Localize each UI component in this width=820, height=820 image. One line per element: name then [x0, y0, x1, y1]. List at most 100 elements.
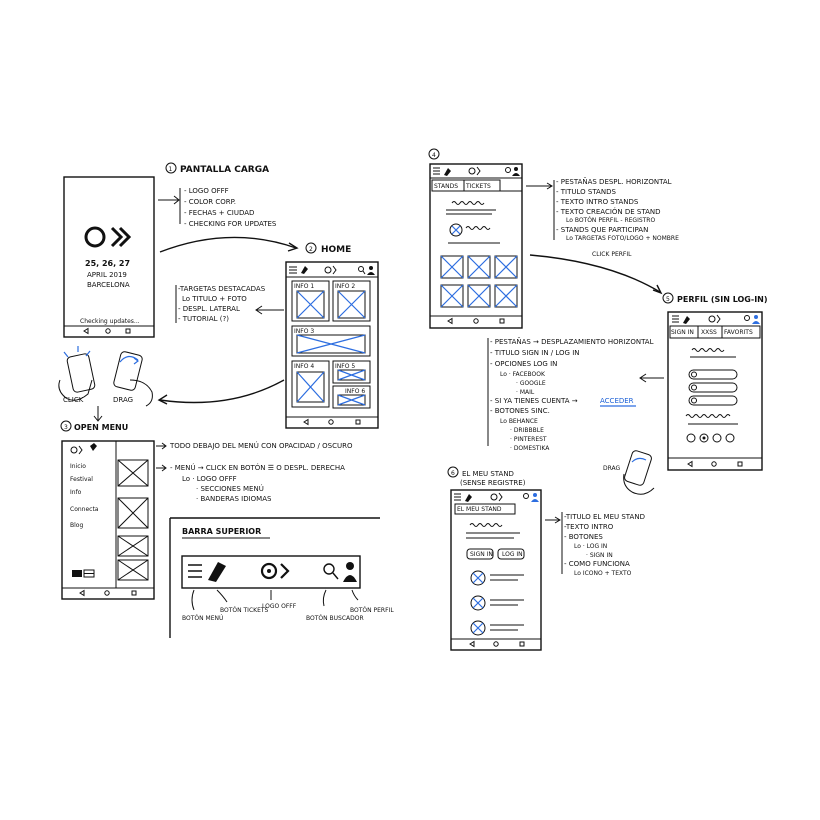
top-bar-icons — [672, 314, 760, 324]
tickets-button-icon[interactable] — [208, 562, 226, 582]
screen-5-title: PERFIL (SIN LOG-IN) — [677, 295, 768, 304]
tab-tickets[interactable] — [463, 179, 501, 192]
note: · DRIBBBLE — [510, 427, 544, 434]
gesture-illustrations: CLICK DRAG — [58, 346, 153, 422]
top-bar-icons — [454, 492, 539, 502]
profile-button-icon[interactable] — [343, 562, 357, 582]
number-badge — [165, 162, 177, 174]
tab-label: XXSS — [701, 329, 717, 336]
note: - OPCIONES LOG IN — [490, 360, 557, 368]
flow-arrow — [159, 379, 285, 404]
behance-icon[interactable] — [686, 433, 696, 443]
menu-item-info[interactable]: Info — [70, 489, 82, 496]
phone-frame — [285, 261, 379, 429]
search-button-icon[interactable] — [323, 563, 339, 580]
card-info-2[interactable]: INFO 2 — [332, 280, 371, 322]
card-info-4[interactable]: INFO 4 — [291, 360, 330, 408]
click-label: CLICK — [63, 396, 84, 404]
note: - CHECKING FOR UPDATES — [184, 220, 277, 228]
note: - TITULO STANDS — [556, 188, 616, 196]
note: -TARGETAS DESTACADAS — [178, 285, 266, 293]
checking-updates-text: Checking updates... — [80, 318, 140, 325]
screen-4-stands: 4 STANDS TICKETS — [428, 148, 679, 329]
card-title: INFO 2 — [335, 283, 355, 290]
label-logo: LOGO OFFF — [262, 603, 297, 610]
note: Lo · LOGO OFFF — [182, 475, 237, 483]
mail-login-button[interactable] — [688, 395, 738, 406]
flow-arrow — [529, 254, 661, 293]
menu-button-icon[interactable] — [188, 564, 202, 578]
card-info-3[interactable]: INFO 3 — [291, 325, 371, 357]
screen-3-title: OPEN MENU — [74, 423, 128, 432]
google-login-button[interactable] — [688, 382, 738, 393]
screen-6-my-stand: 6 EL MEU STAND (SENSE REGISTRE) EL MEU S… — [447, 466, 645, 651]
dribbble-icon[interactable] — [699, 433, 709, 443]
screen-2-home: 2 HOME INFO 1 INFO 2 — [175, 242, 379, 429]
android-nav-bar — [79, 589, 137, 597]
hand-drag-icon — [623, 450, 655, 495]
note: - LOGO OFFF — [184, 187, 229, 195]
note: · DOMESTIKA — [510, 445, 550, 452]
note: - SI YA TIENES CUENTA → — [490, 397, 578, 405]
screen-5-profile: 5 PERFIL (SIN LOG-IN) SIGN IN XXSS FAVOR… — [487, 292, 768, 471]
note: · SECCIONES MENÚ — [196, 484, 264, 493]
tab-favorits[interactable] — [721, 325, 761, 339]
card-info-1[interactable]: INFO 1 — [291, 280, 330, 322]
sync-buttons[interactable] — [686, 433, 735, 443]
note: - BOTONES — [564, 533, 603, 541]
tab-label: TICKETS — [465, 183, 491, 190]
card-title: INFO 1 — [294, 283, 314, 290]
title-placeholder — [451, 201, 485, 205]
note: TODO DEBAJO DEL MENÚ CON OPACIDAD / OSCU… — [169, 441, 353, 450]
screen-6-subtitle: (SENSE REGISTRE) — [460, 479, 526, 487]
note: Lo · LOG IN — [574, 543, 607, 550]
button-label: LOG IN — [502, 551, 523, 558]
tab-my-stand[interactable] — [454, 503, 516, 515]
top-bar-legend: BARRA SUPERIOR BOTÓN MENÚ BOTÓN TICKETS — [169, 517, 394, 638]
note: · PINTEREST — [510, 436, 547, 443]
menu-item-festival[interactable]: Festival — [70, 476, 93, 483]
offf-logo-icon — [84, 226, 132, 248]
top-bar-icons — [289, 265, 375, 275]
label-profile-button: BOTÓN PERFIL — [350, 607, 394, 614]
button-label: SIGN IN — [470, 551, 493, 558]
note: - PESTAÑAS → DESPLAZAMIENTO HORIZONTAL — [490, 337, 654, 346]
android-nav-bar — [469, 640, 525, 648]
card-title: INFO 4 — [294, 363, 314, 370]
stand-cards — [440, 255, 518, 308]
android-nav-bar — [303, 418, 361, 426]
note: · GOOGLE — [516, 380, 546, 387]
card-info-5[interactable]: INFO 5 — [332, 360, 371, 384]
top-bar-title: BARRA SUPERIOR — [182, 527, 261, 536]
login-options[interactable] — [688, 369, 738, 406]
hand-drag-icon — [113, 351, 153, 407]
menu-item-blog[interactable]: Blog — [70, 522, 83, 529]
phone-frame — [63, 176, 155, 338]
event-month: APRIL 2019 — [87, 271, 127, 279]
top-bar-frame — [181, 555, 361, 589]
screen-6-number: 6 — [451, 470, 455, 477]
tab-label: FAVORITS — [724, 329, 753, 336]
domestika-icon[interactable] — [725, 433, 735, 443]
note: - COLOR CORP. — [184, 198, 236, 206]
acceder-link[interactable]: ACCEDER — [600, 397, 634, 405]
note: - BOTONES SINC. — [490, 407, 550, 415]
log-in-button[interactable] — [497, 548, 525, 560]
facebook-login-button[interactable] — [688, 369, 738, 380]
sign-in-button[interactable] — [466, 548, 494, 560]
note: Lo BEHANCE — [500, 418, 538, 425]
menu-item-connecta[interactable]: Connecta — [70, 506, 99, 513]
note: - DESPL. LATERAL — [178, 305, 240, 313]
pinterest-icon[interactable] — [712, 433, 722, 443]
label-menu-button: BOTÓN MENÚ — [182, 615, 223, 622]
card-info-6[interactable]: INFO 6 — [332, 385, 371, 409]
note: Lo TARGETAS FOTO/LOGO + NOMBRE — [566, 235, 679, 242]
menu-item-inicio[interactable]: Inicio — [70, 463, 86, 470]
note: - PESTAÑAS DESPL. HORIZONTAL — [556, 177, 672, 186]
screen-1-loading: 1 PANTALLA CARGA 25, 26, 27 APRIL 2019 B… — [63, 162, 277, 338]
language-flags-icon — [72, 569, 95, 578]
flow-arrow — [159, 236, 297, 253]
note: -TITULO EL MEU STAND — [564, 513, 645, 521]
menu-logo-icon — [70, 443, 97, 455]
